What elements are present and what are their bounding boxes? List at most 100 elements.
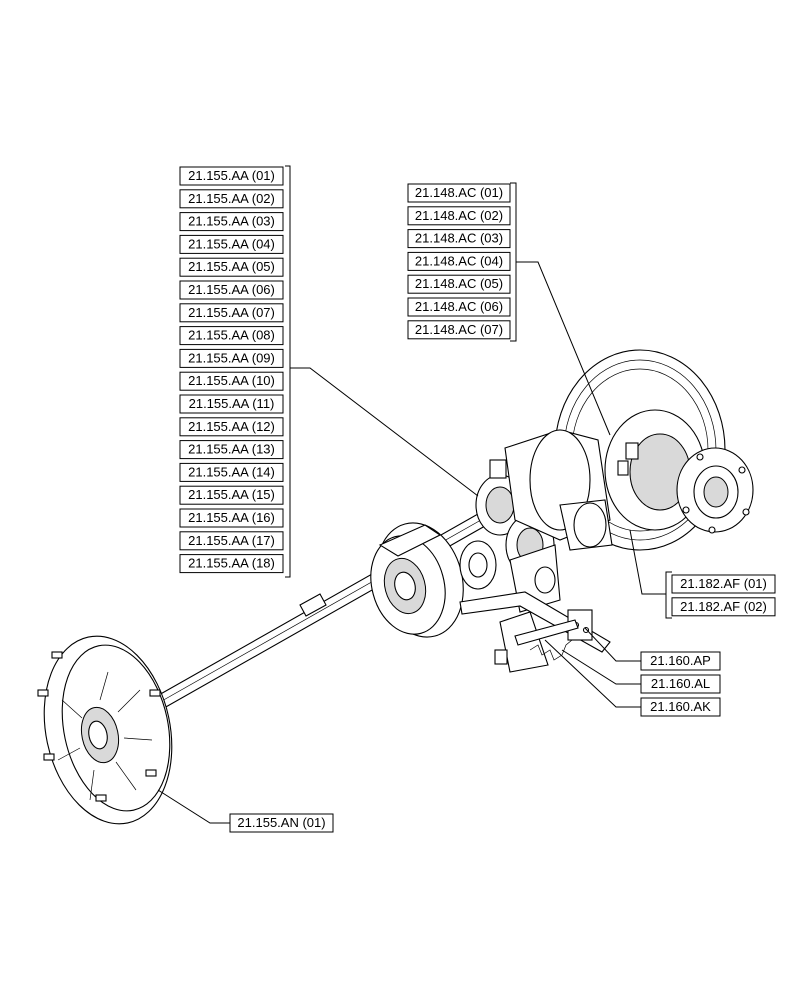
callout-21-148-ac-04[interactable]: 21.148.AC (04) [407,251,511,271]
callout-box [179,462,284,482]
callout-21-155-aa-16[interactable]: 21.155.AA (16) [179,508,284,528]
callout-label: 21.155.AA (11) [189,396,275,411]
callout-box [179,531,284,551]
callout-label: 21.155.AA (15) [188,487,275,502]
callout-box [407,206,511,226]
callout-21-182-af-01[interactable]: 21.182.AF (01) [671,574,776,594]
callout-label: 21.155.AA (09) [188,350,275,365]
callout-21-155-aa-18[interactable]: 21.155.AA (18) [179,554,284,574]
callout-21-148-ac-03[interactable]: 21.148.AC (03) [407,229,511,249]
callout-21-155-aa-13[interactable]: 21.155.AA (13) [179,440,284,460]
ring-gear-drum [370,522,464,638]
callout-21-155-aa-04[interactable]: 21.155.AA (04) [179,234,284,254]
callout-box [179,234,284,254]
callout-box [407,183,511,203]
label-group-21-182-af: 21.182.AF (01) 21.182.AF (02) [671,574,776,617]
callout-box [179,440,284,460]
callout-label: 21.148.AC (06) [415,299,503,314]
callout-21-155-aa-05[interactable]: 21.155.AA (05) [179,257,284,277]
callout-box [179,417,284,437]
callout-21-160-al[interactable]: 21.160.AL [640,674,721,694]
callout-box [179,326,284,346]
callout-label: 21.155.AA (14) [188,464,275,479]
callout-21-155-aa-03[interactable]: 21.155.AA (03) [179,212,284,232]
leader-lines [157,165,672,824]
differential-assembly [504,349,754,551]
callout-box [640,651,721,671]
callout-21-148-ac-06[interactable]: 21.148.AC (06) [407,297,511,317]
callout-box [179,257,284,277]
callout-box [179,280,284,300]
callout-box [671,597,776,617]
shift-linkage [459,591,611,673]
callout-label: 21.155.AA (06) [188,282,275,297]
callout-box [671,574,776,594]
callout-21-155-aa-08[interactable]: 21.155.AA (08) [179,326,284,346]
callout-21-148-ac-01[interactable]: 21.148.AC (01) [407,183,511,203]
callout-box [179,485,284,505]
callout-box [179,166,284,186]
callout-box [179,508,284,528]
callout-21-155-aa-09[interactable]: 21.155.AA (09) [179,348,284,368]
callout-21-148-ac-05[interactable]: 21.148.AC (05) [407,274,511,294]
callout-21-182-af-02[interactable]: 21.182.AF (02) [671,597,776,617]
callout-21-155-an-01[interactable]: 21.155.AN (01) [229,813,334,833]
callout-label: 21.160.AP [650,653,711,668]
callout-21-155-aa-17[interactable]: 21.155.AA (17) [179,531,284,551]
callout-21-155-aa-10[interactable]: 21.155.AA (10) [179,371,284,391]
callout-21-155-aa-11[interactable]: 21.155.AA (11) [179,394,284,414]
callout-21-155-aa-07[interactable]: 21.155.AA (07) [179,303,284,323]
callout-label: 21.155.AN (01) [237,815,325,830]
callout-label: 21.148.AC (03) [415,231,503,246]
label-group-21-148-ac: 21.148.AC (01) 21.148.AC (02) 21.148.AC (0… [407,183,511,340]
callout-label: 21.148.AC (01) [415,185,503,200]
callout-label: 21.160.AL [651,676,710,691]
callout-box [179,371,284,391]
callout-label: 21.148.AC (05) [415,276,503,291]
callout-21-155-aa-06[interactable]: 21.155.AA (06) [179,280,284,300]
callout-label: 21.155.AA (04) [188,236,275,251]
callout-label: 21.148.AC (04) [415,253,503,268]
clutch-disc [37,635,173,825]
callout-21-155-aa-12[interactable]: 21.155.AA (12) [179,417,284,437]
callout-box [407,251,511,271]
callout-label: 21.155.AA (10) [188,373,275,388]
callout-box [407,320,511,340]
callout-box [179,212,284,232]
callout-21-160-ap[interactable]: 21.160.AP [640,651,721,671]
callout-box [179,303,284,323]
callout-label: 21.148.AC (02) [415,208,503,223]
callout-box [407,297,511,317]
callout-box [407,274,511,294]
callout-label: 21.155.AA (18) [188,556,275,571]
callout-label: 21.182.AF (01) [680,576,767,591]
drivetrain-illustration [37,349,754,825]
callout-box [229,813,334,833]
callout-21-155-aa-15[interactable]: 21.155.AA (15) [179,485,284,505]
callout-21-148-ac-07[interactable]: 21.148.AC (07) [407,320,511,340]
callout-label: 21.160.AK [650,699,711,714]
callout-label: 21.155.AA (07) [188,305,275,320]
callout-21-155-aa-01[interactable]: 21.155.AA (01) [179,166,284,186]
callout-label: 21.148.AC (07) [415,322,503,337]
callout-label: 21.155.AA (13) [188,442,275,457]
label-group-single: 21.160.AP 21.160.AL 21.160.AK 21.155.AN (01… [229,651,721,833]
callout-21-155-aa-14[interactable]: 21.155.AA (14) [179,462,284,482]
callout-21-155-aa-02[interactable]: 21.155.AA (02) [179,189,284,209]
callout-label: 21.155.AA (02) [188,191,275,206]
callout-box [640,674,721,694]
callout-box [179,394,284,414]
callout-label: 21.182.AF (02) [680,599,767,614]
callout-label: 21.155.AA (17) [188,533,275,548]
callout-21-160-ak[interactable]: 21.160.AK [640,697,721,717]
callout-box [179,348,284,368]
callout-label: 21.155.AA (03) [188,214,275,229]
callout-21-148-ac-02[interactable]: 21.148.AC (02) [407,206,511,226]
callout-label: 21.155.AA (01) [188,168,275,183]
callout-label: 21.155.AA (12) [188,419,275,434]
label-group-21-155-aa: 21.155.AA (01) 21.155.AA (02) 21.155.AA (0… [179,166,284,574]
callout-box [640,697,721,717]
callout-label: 21.155.AA (16) [188,510,275,525]
callout-label: 21.155.AA (05) [188,259,275,274]
